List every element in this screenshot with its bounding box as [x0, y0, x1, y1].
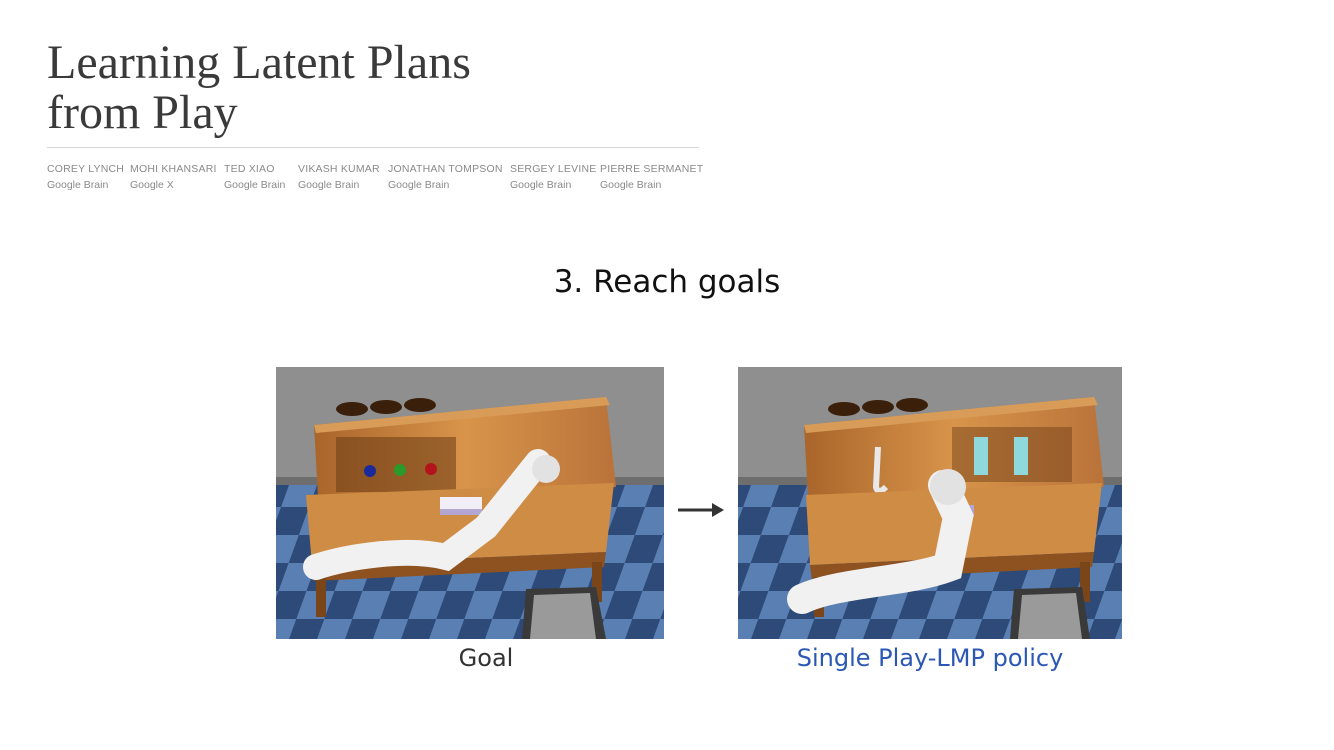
- goal-caption: Goal: [458, 644, 514, 672]
- author-name: SERGEY LEVINE: [510, 163, 597, 175]
- author-name: MOHI KHANSARI: [130, 163, 217, 175]
- page-title: Learning Latent Plans from Play: [47, 38, 471, 138]
- author-name: TED XIAO: [224, 163, 275, 175]
- cup-hole: [862, 400, 894, 414]
- author-affiliation: Google Brain: [600, 179, 662, 191]
- author-4: VIKASH KUMAR Google Brain: [298, 161, 380, 193]
- hook: [872, 446, 889, 494]
- cup-hole: [404, 398, 436, 412]
- title-line-1: Learning Latent Plans: [47, 36, 471, 89]
- cyan-block: [1014, 437, 1028, 475]
- author-2: MOHI KHANSARI Google X: [130, 161, 217, 193]
- cup-hole: [896, 398, 928, 412]
- author-affiliation: Google Brain: [298, 179, 360, 191]
- cup-hole: [828, 402, 860, 416]
- arrow-right-icon: [678, 503, 724, 517]
- gripper: [930, 469, 966, 505]
- author-affiliation: Google Brain: [224, 179, 286, 191]
- cyan-block: [974, 437, 988, 475]
- cup-hole: [336, 402, 368, 416]
- robot-arm: [787, 470, 974, 614]
- author-affiliation: Google Brain: [47, 179, 109, 191]
- author-name: PIERRE SERMANET: [600, 163, 704, 175]
- author-affiliation: Google X: [130, 179, 174, 191]
- green-button: [394, 464, 406, 476]
- title-divider: [47, 147, 699, 148]
- cup-hole: [370, 400, 402, 414]
- author-name: COREY LYNCH: [47, 163, 125, 175]
- title-line-2: from Play: [47, 86, 238, 139]
- author-7: PIERRE SERMANET Google Brain: [600, 161, 703, 193]
- author-name: VIKASH KUMAR: [298, 163, 380, 175]
- author-name: JONATHAN TOMPSON: [388, 163, 503, 175]
- red-button: [425, 463, 437, 475]
- author-6: SERGEY LEVINE Google Brain: [510, 161, 596, 193]
- policy-caption: Single Play-LMP policy: [796, 644, 1064, 672]
- author-affiliation: Google Brain: [388, 179, 450, 191]
- goal-scene: [276, 367, 664, 639]
- goal-image: [276, 367, 664, 639]
- policy-image: [738, 367, 1122, 639]
- author-affiliation: Google Brain: [510, 179, 572, 191]
- blue-button: [364, 465, 376, 477]
- author-3: TED XIAO Google Brain: [224, 161, 285, 193]
- author-1: COREY LYNCH Google Brain: [47, 161, 124, 193]
- gripper: [532, 455, 560, 483]
- robot-arm: [303, 449, 551, 580]
- policy-scene: [738, 367, 1122, 639]
- author-5: JONATHAN TOMPSON Google Brain: [388, 161, 503, 193]
- section-heading: 3. Reach goals: [553, 264, 781, 300]
